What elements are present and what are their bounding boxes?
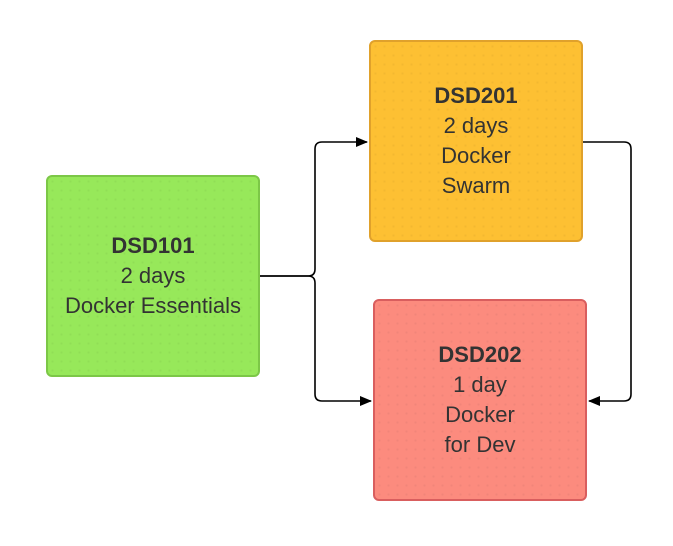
node-dsd201[interactable]: DSD201 2 days Docker Swarm: [369, 40, 583, 242]
connector-dsd101-to-dsd202: [260, 275, 372, 406]
node-dsd202-title-line-1: Docker: [445, 402, 515, 427]
node-dsd101[interactable]: DSD101 2 days Docker Essentials: [46, 175, 260, 377]
node-dsd202[interactable]: DSD202 1 day Docker for Dev: [373, 299, 587, 501]
connector-dsd101-to-dsd201: [260, 137, 368, 277]
node-dsd202-title-line-2: for Dev: [444, 432, 516, 457]
connector-dsd201-to-dsd202: [583, 141, 632, 406]
node-dsd202-duration: 1 day: [453, 372, 507, 397]
node-dsd201-code: DSD201: [434, 83, 518, 108]
node-dsd201-title-line-2: Swarm: [441, 173, 511, 198]
node-dsd201-duration: 2 days: [443, 113, 509, 138]
node-dsd201-title-line-1: Docker: [441, 143, 511, 168]
node-dsd101-duration: 2 days: [120, 263, 186, 288]
node-dsd101-code: DSD101: [111, 233, 195, 258]
node-dsd101-title: Docker Essentials: [64, 293, 242, 318]
node-dsd202-code: DSD202: [438, 342, 522, 367]
